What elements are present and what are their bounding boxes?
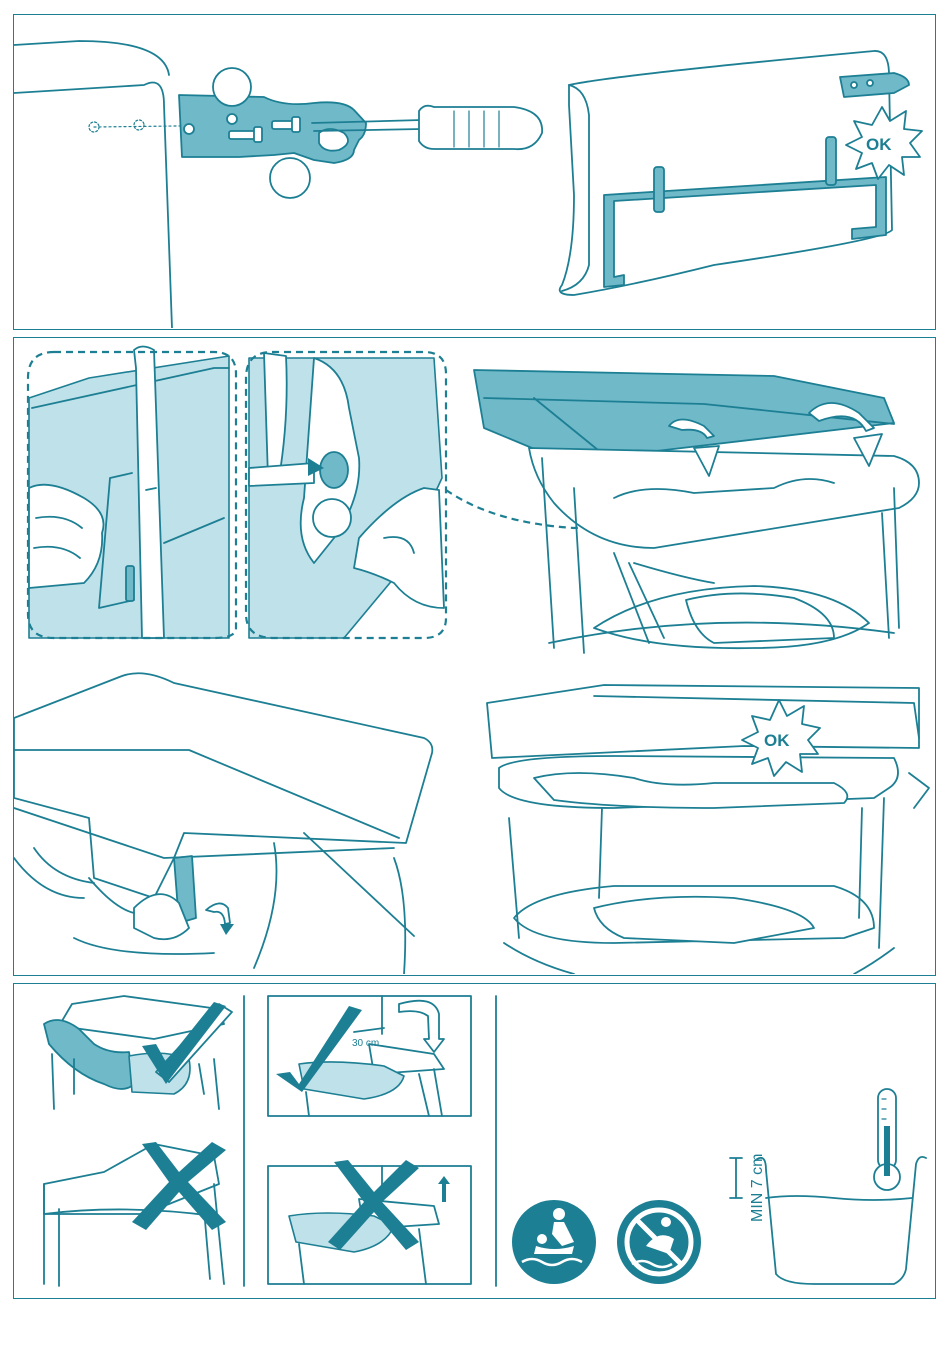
up-arrow-icon xyxy=(438,1176,450,1202)
panel-usage-warnings: 30 cm xyxy=(13,983,936,1299)
thermometer-icon xyxy=(874,1089,900,1190)
fit-changing-mat-illustration: OK xyxy=(14,338,934,974)
correct-distance-example: 30 cm xyxy=(268,996,471,1116)
panel-step-fit-changing-mat: OK xyxy=(13,337,936,976)
ok-label: OK xyxy=(866,135,892,154)
step-bubble-detail xyxy=(313,499,351,537)
min-water-label: MIN 7 cm xyxy=(749,1154,766,1222)
ok-label: OK xyxy=(764,731,790,750)
release-button xyxy=(320,452,348,488)
step-bubble-upper xyxy=(213,68,251,106)
usage-warnings-illustration: 30 cm xyxy=(14,984,934,1297)
detail-inset-allen-key xyxy=(28,347,236,639)
incorrect-distance-example xyxy=(268,1160,471,1284)
no-unsupervised-child-icon xyxy=(617,1200,701,1284)
rotate-arrow-icon xyxy=(399,1001,444,1052)
step-bubble-lower xyxy=(270,158,310,198)
bracket-assembly-illustration: OK xyxy=(14,15,934,328)
mat-clipping-closeup xyxy=(14,673,432,974)
child-in-bath-supervised-icon xyxy=(512,1200,596,1284)
panel-step-bracket-assembly: OK xyxy=(13,14,936,330)
assembled-changing-unit: OK xyxy=(487,685,929,974)
incorrect-fold-example xyxy=(44,1142,226,1286)
distance-label: 30 cm xyxy=(352,1038,379,1049)
mat-being-placed xyxy=(474,370,919,653)
correct-fold-example xyxy=(44,996,232,1109)
min-water-level-diagram: MIN 7 cm xyxy=(730,1089,926,1284)
